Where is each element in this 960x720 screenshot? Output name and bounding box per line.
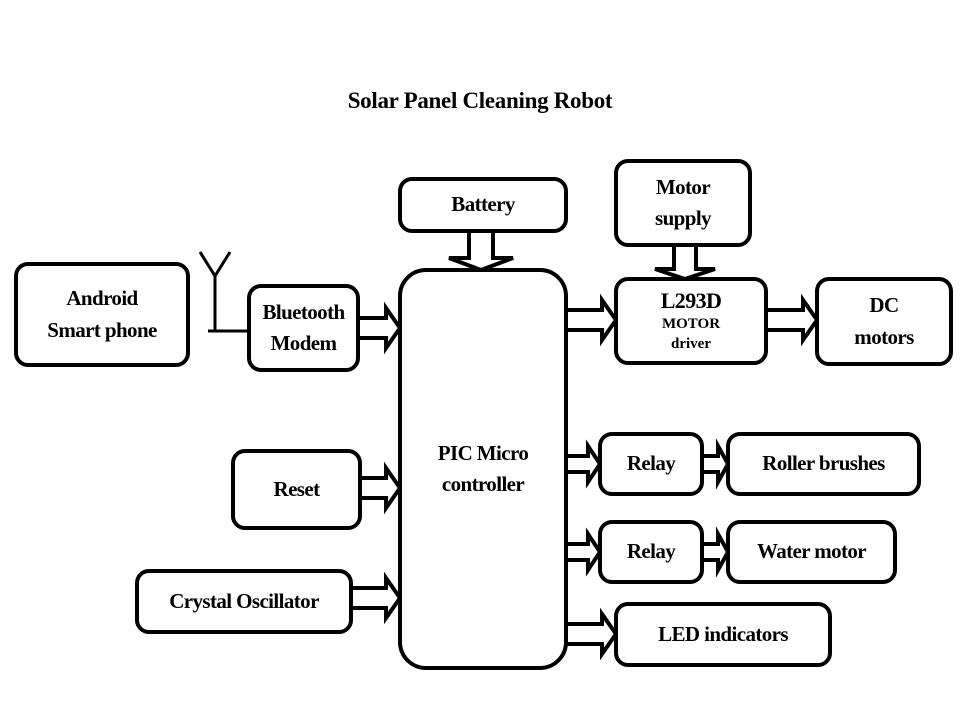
arrow-pic-to-relay-2: [564, 527, 603, 577]
motor-supply-line-2: supply: [655, 206, 712, 230]
l293d-line-1: L293D: [660, 287, 722, 313]
dc-motors-block: DC motors: [815, 277, 953, 366]
pic-microcontroller-block: PIC Micro controller: [398, 268, 568, 670]
relay-2-label: Relay: [626, 539, 676, 564]
pic-line-1: PIC Micro: [437, 440, 529, 465]
pic-line-2: controller: [441, 472, 525, 496]
crystal-label: Crystal Oscillator: [169, 588, 319, 613]
bluetooth-line-2: Modem: [270, 331, 337, 355]
roller-brushes-label: Roller brushes: [762, 451, 885, 476]
arrow-reset-to-pic: [358, 461, 403, 515]
battery-label: Battery: [451, 192, 515, 217]
android-smartphone-block: Android Smart phone: [14, 262, 190, 367]
relay-1-label: Relay: [626, 451, 676, 476]
led-indicators-label: LED indicators: [658, 621, 788, 646]
dc-motors-line-1: DC: [869, 293, 899, 317]
roller-brushes-block: Roller brushes: [726, 432, 921, 496]
l293d-motor-driver-block: L293D MOTOR driver: [614, 277, 768, 365]
water-motor-block: Water motor: [726, 520, 897, 584]
reset-block: Reset: [231, 449, 362, 530]
bluetooth-line-1: Bluetooth: [262, 299, 345, 324]
arrow-l293d-to-dc-motors: [764, 293, 820, 347]
l293d-line-3: driver: [671, 336, 711, 353]
crystal-oscillator-block: Crystal Oscillator: [135, 569, 353, 634]
arrow-relay-2-to-water: [700, 526, 731, 578]
arrow-motor-supply-to-l293d: [654, 243, 716, 282]
antenna-icon: [198, 251, 250, 333]
arrow-pic-to-led: [564, 607, 619, 661]
arrow-crystal-to-pic: [349, 571, 403, 625]
diagram-title: Solar Panel Cleaning Robot: [347, 88, 613, 113]
relay-1-block: Relay: [598, 432, 704, 496]
arrow-bluetooth-to-pic: [356, 301, 403, 355]
arrow-relay-1-to-roller: [700, 438, 731, 490]
relay-2-block: Relay: [598, 520, 704, 584]
arrow-battery-to-pic: [448, 229, 514, 273]
arrow-pic-to-relay-1: [564, 439, 603, 489]
android-line-1: Android: [66, 286, 138, 310]
arrow-pic-to-l293d: [564, 293, 619, 347]
l293d-line-2: MOTOR: [661, 315, 721, 332]
bluetooth-modem-block: Bluetooth Modem: [247, 284, 360, 372]
battery-block: Battery: [398, 177, 568, 233]
motor-supply-line-1: Motor: [655, 174, 711, 199]
motor-supply-block: Motor supply: [614, 159, 752, 247]
led-indicators-block: LED indicators: [614, 602, 832, 667]
android-line-2: Smart phone: [47, 317, 157, 342]
water-motor-label: Water motor: [756, 539, 867, 564]
dc-motors-line-2: motors: [854, 324, 914, 349]
reset-label: Reset: [273, 476, 321, 501]
